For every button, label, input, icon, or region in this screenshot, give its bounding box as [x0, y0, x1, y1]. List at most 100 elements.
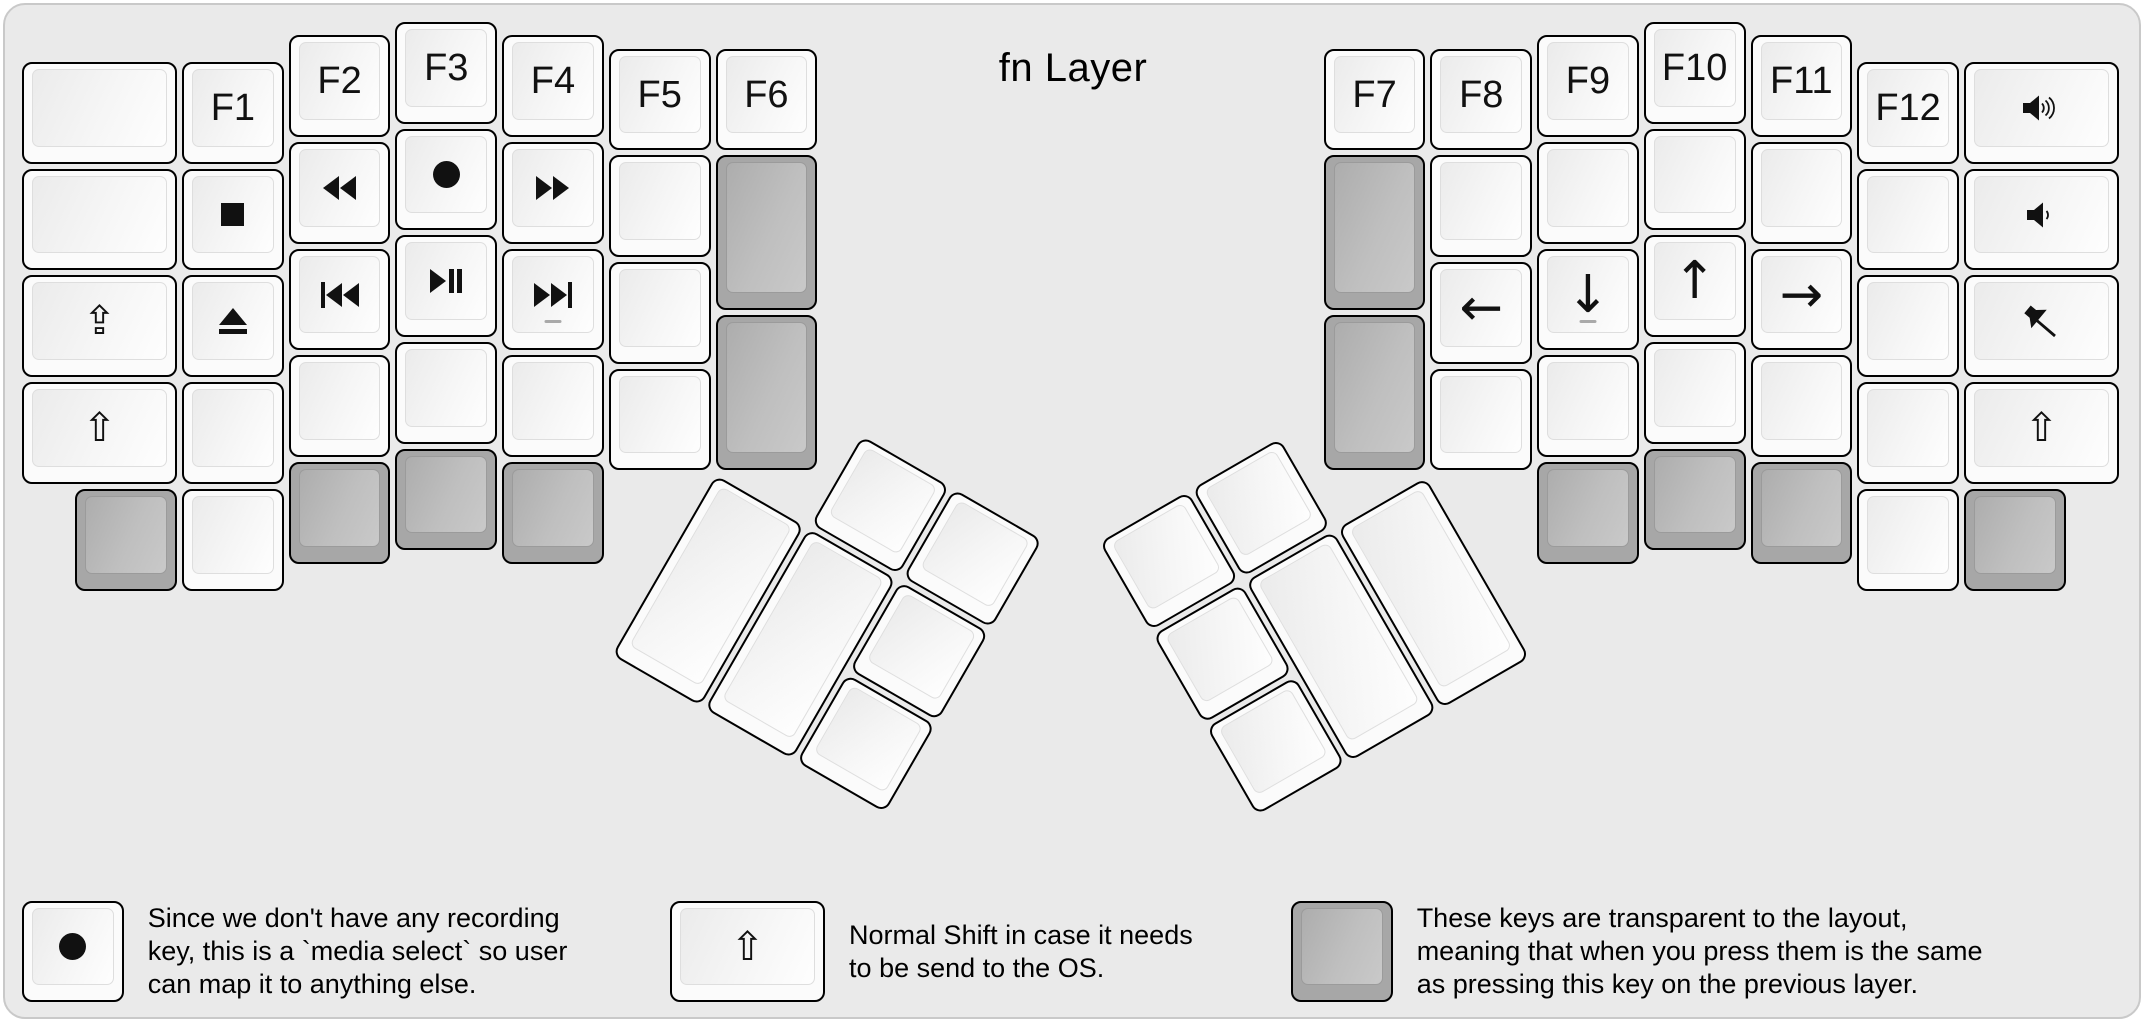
keycap-face	[512, 255, 594, 334]
keycap-face: F3	[405, 29, 488, 107]
eject-icon	[218, 308, 247, 335]
key-label: F1	[210, 86, 256, 129]
keycap-face	[1973, 175, 2109, 254]
key-f10: F10	[1643, 22, 1746, 124]
keycap-face	[298, 469, 381, 547]
keycap-face	[1653, 349, 1736, 427]
keycap-face	[1440, 375, 1523, 454]
key-blank	[608, 368, 711, 471]
prev-track-icon	[320, 281, 359, 308]
key-label: F3	[424, 46, 469, 89]
key-volume-mute	[1963, 275, 2119, 378]
keycap-face	[192, 175, 274, 254]
keycap-face	[1973, 69, 2109, 147]
keycap-face: ⇧	[1973, 389, 2109, 467]
key-blank	[608, 155, 711, 258]
key-volume-down	[1963, 168, 2119, 271]
key-eject	[182, 275, 284, 378]
volume-down-icon	[2027, 202, 2050, 228]
keycap-face	[1653, 455, 1736, 534]
keycap-face: ↓	[1547, 255, 1629, 334]
key-f6: F6	[715, 48, 818, 151]
homing-dash	[1579, 320, 1597, 324]
homing-dash	[544, 320, 562, 324]
fast-forward-icon	[536, 175, 570, 200]
keycap-face	[1547, 362, 1629, 441]
key-play-pause	[395, 235, 498, 338]
key-transparent	[1323, 315, 1426, 471]
keycap-face: F7	[1333, 55, 1416, 134]
key-blank	[1537, 142, 1639, 244]
key-blank	[395, 342, 498, 444]
keycap-face	[1867, 175, 1949, 254]
key-label: F11	[1770, 60, 1833, 103]
keycap-face: ←	[1440, 269, 1523, 347]
keycap-face: F2	[298, 42, 381, 121]
key-f9: F9	[1537, 35, 1639, 138]
key-record	[395, 128, 498, 231]
page-title: fn Layer	[998, 46, 1148, 90]
keycap-face	[1333, 322, 1416, 454]
key-blank	[1857, 382, 1959, 484]
keycap-face: ⇧	[32, 389, 168, 467]
key-label: F4	[530, 60, 576, 103]
keycap-face	[618, 162, 701, 241]
key-arrow-down: ↓	[1537, 248, 1639, 351]
key-transparent	[1643, 448, 1746, 551]
volume-up-icon	[2023, 95, 2056, 121]
key-f5: F5	[608, 48, 711, 151]
keycap-face	[32, 69, 168, 147]
key-f8: F8	[1430, 48, 1533, 151]
key-left-shift: ⇧	[22, 382, 178, 484]
arrow-right-icon: →	[1779, 264, 1824, 325]
key-left-outer-row2	[22, 168, 178, 271]
keycap-face	[1760, 362, 1843, 441]
keycap-face: F8	[1440, 55, 1523, 134]
keycap-face: →	[1760, 255, 1843, 334]
key-rewind	[288, 142, 391, 244]
key-next-track	[502, 248, 604, 351]
key-blank	[288, 355, 391, 458]
key-f4: F4	[502, 35, 604, 138]
keycap-face	[725, 162, 808, 294]
keycap-face: F6	[725, 55, 808, 134]
keycap-face	[1333, 162, 1416, 294]
volume-mute-icon	[2024, 305, 2057, 338]
key-f7: F7	[1323, 48, 1426, 151]
keycap-face	[1760, 149, 1843, 227]
keycap-face: F1	[192, 69, 274, 147]
keycap-face: F5	[618, 55, 701, 134]
key-left-bottom-white	[182, 488, 284, 591]
keycap-face	[298, 255, 381, 334]
key-label: F2	[317, 60, 362, 103]
keycap-face	[405, 349, 488, 427]
keycap-face	[1867, 282, 1949, 361]
key-transparent	[715, 155, 818, 311]
keycap-face: F9	[1547, 42, 1629, 121]
key-arrow-left: ←	[1430, 262, 1533, 364]
key-blank	[1537, 355, 1639, 458]
keycap-face	[1867, 495, 1949, 574]
keycap-face	[32, 175, 168, 254]
key-transparent	[75, 488, 178, 591]
key-blank	[608, 262, 711, 364]
key-prev-track	[288, 248, 391, 351]
keycap-face	[512, 469, 594, 547]
stop-icon	[221, 203, 245, 227]
keycap-face: F4	[512, 42, 594, 121]
record-icon	[432, 161, 460, 189]
key-transparent	[1750, 462, 1853, 564]
key-transparent	[502, 462, 604, 564]
keycap-face	[725, 322, 808, 454]
keycap-face	[192, 389, 274, 467]
keycap-face	[618, 269, 701, 347]
play-pause-icon	[430, 269, 463, 294]
key-blank	[1750, 142, 1853, 244]
keycap-face: F10	[1653, 29, 1736, 107]
key-label: F8	[1459, 73, 1504, 116]
key-right-shift: ⇧	[1963, 382, 2119, 484]
keycap-face: F11	[1760, 42, 1843, 121]
keycap-face	[512, 149, 594, 227]
key-transparent	[1537, 462, 1639, 564]
